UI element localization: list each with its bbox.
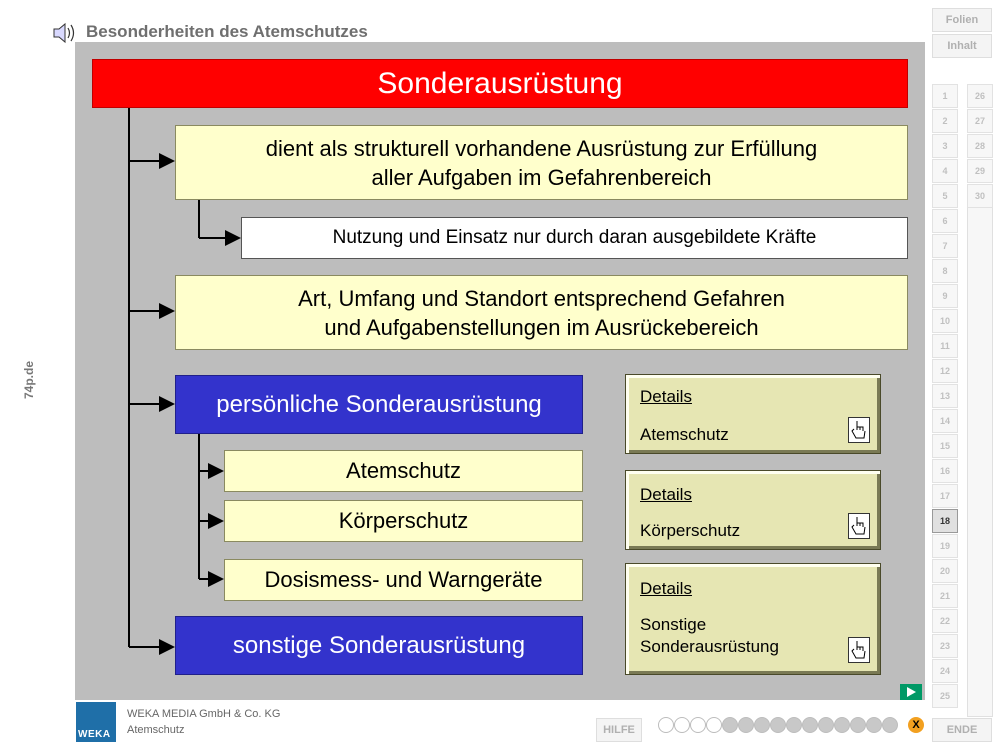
page-number-22[interactable]: 22	[932, 609, 958, 633]
hand-pointer-icon[interactable]	[848, 513, 870, 539]
progress-dot	[802, 717, 818, 733]
page-header-title: Besonderheiten des Atemschutzes	[86, 22, 368, 41]
page-number-25[interactable]: 25	[932, 684, 958, 708]
page-number-16[interactable]: 16	[932, 459, 958, 483]
weka-logo-text: WEKA	[78, 729, 111, 740]
details-button-sonstige[interactable]: Details Sonstige Sonderausrüstung	[625, 563, 881, 675]
progress-dot	[674, 717, 690, 733]
page-number-27[interactable]: 27	[967, 109, 993, 133]
details-link[interactable]: Details	[640, 485, 692, 504]
page-number-20[interactable]: 20	[932, 559, 958, 583]
hand-pointer-icon[interactable]	[848, 637, 870, 663]
page-number-8[interactable]: 8	[932, 259, 958, 283]
progress-dot	[690, 717, 706, 733]
progress-dot	[706, 717, 722, 733]
page-number-5[interactable]: 5	[932, 184, 958, 208]
box-art: Art, Umfang und Standort entsprechend Ge…	[175, 275, 908, 350]
page-number-11[interactable]: 11	[932, 334, 958, 358]
page-number-24[interactable]: 24	[932, 659, 958, 683]
progress-dot	[738, 717, 754, 733]
page-number-23[interactable]: 23	[932, 634, 958, 658]
progress-dot	[658, 717, 674, 733]
speaker-icon[interactable]	[52, 22, 78, 44]
page-number-6[interactable]: 6	[932, 209, 958, 233]
details-button-atemschutz[interactable]: Details Atemschutz	[625, 374, 881, 454]
details-label: Körperschutz	[640, 521, 741, 540]
progress-dot	[818, 717, 834, 733]
box-dient-line2: aller Aufgaben im Gefahrenbereich	[371, 164, 712, 190]
details-link[interactable]: Details	[640, 579, 692, 598]
page-number-7[interactable]: 7	[932, 234, 958, 258]
next-slide-button[interactable]	[900, 684, 922, 700]
box-art-line2: und Aufgabenstellungen im Ausrückebereic…	[324, 314, 759, 340]
progress-dot	[722, 717, 738, 733]
box-persoenliche-sonderausruestung: persönliche Sonderausrüstung	[175, 375, 583, 434]
box-koerperschutz: Körperschutz	[224, 500, 583, 542]
page-number-17[interactable]: 17	[932, 484, 958, 508]
progress-dot	[786, 717, 802, 733]
page-number-14[interactable]: 14	[932, 409, 958, 433]
page-number-10[interactable]: 10	[932, 309, 958, 333]
box-art-line1: Art, Umfang und Standort entsprechend Ge…	[298, 285, 785, 311]
progress-close-button[interactable]: X	[908, 717, 924, 733]
progress-dot	[834, 717, 850, 733]
progress-dot	[770, 717, 786, 733]
page-number-1[interactable]: 1	[932, 84, 958, 108]
details-label: Atemschutz	[640, 425, 729, 444]
nav-inhalt-button[interactable]: Inhalt	[932, 34, 992, 58]
box-dient-line1: dient als strukturell vorhandene Ausrüst…	[265, 135, 818, 161]
box-nutzung: Nutzung und Einsatz nur durch daran ausg…	[241, 217, 908, 259]
footer-topic: Atemschutz	[127, 724, 185, 736]
box-atemschutz: Atemschutz	[224, 450, 583, 492]
page-number-2[interactable]: 2	[932, 109, 958, 133]
side-label-text: 74p.de	[22, 360, 37, 400]
nav-folien-button[interactable]: Folien	[932, 8, 992, 32]
footer-company: WEKA MEDIA GmbH & Co. KG	[127, 708, 281, 720]
box-dient: dient als strukturell vorhandene Ausrüst…	[175, 125, 908, 200]
slide-title: Sonderausrüstung	[92, 59, 908, 108]
details-label-line2: Sonderausrüstung	[640, 637, 779, 656]
page-number-21[interactable]: 21	[932, 584, 958, 608]
page-list-scrollbar[interactable]	[967, 207, 993, 717]
page-number-12[interactable]: 12	[932, 359, 958, 383]
box-sonstige-sonderausruestung: sonstige Sonderausrüstung	[175, 616, 583, 675]
page-number-13[interactable]: 13	[932, 384, 958, 408]
page-number-26[interactable]: 26	[967, 84, 993, 108]
page-number-4[interactable]: 4	[932, 159, 958, 183]
ende-button[interactable]: ENDE	[932, 718, 992, 742]
page-number-30[interactable]: 30	[967, 184, 993, 208]
play-icon	[907, 687, 916, 697]
details-label-line1: Sonstige	[640, 615, 707, 634]
side-label: 74p.de	[20, 355, 50, 405]
details-link[interactable]: Details	[640, 387, 692, 406]
page-number-18[interactable]: 18	[932, 509, 958, 533]
weka-logo: WEKA	[76, 702, 116, 742]
progress-dots: X	[658, 717, 928, 735]
page-number-28[interactable]: 28	[967, 134, 993, 158]
page-number-9[interactable]: 9	[932, 284, 958, 308]
box-dosismess-warngeraete: Dosismess- und Warngeräte	[224, 559, 583, 601]
details-label: Sonstige Sonderausrüstung	[640, 614, 779, 658]
page-number-15[interactable]: 15	[932, 434, 958, 458]
progress-dot	[866, 717, 882, 733]
progress-dot	[850, 717, 866, 733]
progress-dot	[882, 717, 898, 733]
details-button-koerperschutz[interactable]: Details Körperschutz	[625, 470, 881, 550]
hilfe-button[interactable]: HILFE	[596, 718, 642, 742]
page-number-29[interactable]: 29	[967, 159, 993, 183]
page-number-19[interactable]: 19	[932, 534, 958, 558]
page-number-3[interactable]: 3	[932, 134, 958, 158]
hand-pointer-icon[interactable]	[848, 417, 870, 443]
progress-dot	[754, 717, 770, 733]
